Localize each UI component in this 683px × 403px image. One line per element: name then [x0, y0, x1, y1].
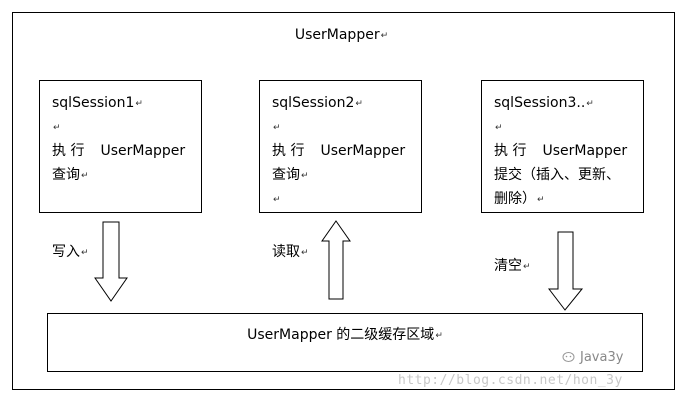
diagram-title: UserMapper↵: [294, 27, 389, 43]
brand-name: Java3y: [580, 350, 624, 365]
clear-label: 清空↵: [494, 258, 531, 274]
session-action-verb: 执 行: [494, 143, 527, 159]
down-arrow-write: [94, 221, 128, 302]
down-arrow-clear: [547, 231, 584, 311]
wechat-icon: [562, 352, 575, 362]
session-action-verb: 执 行: [52, 143, 85, 159]
session-action-target: UserMapper: [320, 143, 406, 159]
session-name: sqlSession2: [272, 95, 355, 111]
session-action-rest: 删除）: [494, 191, 536, 207]
session-action-rest: 查询: [52, 167, 80, 183]
session-name: sqlSession3..: [494, 95, 586, 111]
session-action-target: UserMapper: [542, 143, 628, 159]
session-action-verb: 执 行: [272, 143, 305, 159]
session-name: sqlSession1: [52, 95, 135, 111]
read-label: 读取↵: [272, 244, 309, 260]
diagram-frame: [12, 12, 675, 390]
write-label: 写入↵: [52, 244, 89, 260]
second-level-cache-area: UserMapper 的二级缓存区域↵: [47, 313, 643, 372]
session-action-rest: 查询: [272, 167, 300, 183]
up-arrow-read: [321, 220, 351, 300]
session-action-rest: 提交（插入、更新、: [494, 167, 620, 183]
session-action-target: UserMapper: [100, 143, 186, 159]
watermark-url: http://blog.csdn.net/hon_3y: [398, 373, 623, 388]
